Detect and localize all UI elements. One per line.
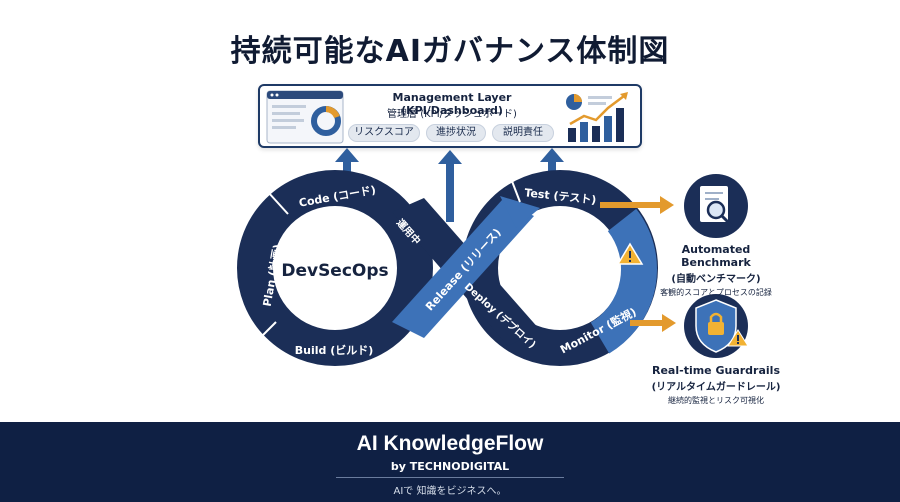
management-panel: Management Layer (KPI/Dashboard) 管理層 (KP… (258, 84, 642, 148)
benchmark-label: Automated Benchmark (自動ベンチマーク) 客観的スコアとプロ… (646, 243, 786, 298)
warning-icon (616, 242, 644, 265)
management-subtitle: 管理層 (KPI/ダッシュボード) (387, 109, 517, 120)
shield-lock-icon (684, 294, 749, 358)
benchmark-subtitle: (自動ベンチマーク) (671, 274, 761, 285)
left-loop-ring (237, 170, 433, 366)
stage-build: Build (ビルド) (295, 343, 374, 357)
footer-tagline: AIで 知識をビジネスへ。 (393, 486, 507, 497)
benchmark-title: Automated Benchmark (681, 243, 751, 269)
footer: AI KnowledgeFlow by TECHNODIGITAL AIで 知識… (0, 422, 900, 502)
footer-divider (336, 477, 564, 478)
devsecops-label: DevSecOps (281, 261, 388, 281)
chip-accountability: 説明責任 (492, 124, 554, 142)
guardrails-title: Real-time Guardrails (652, 364, 780, 377)
arrow-to-benchmark (600, 196, 674, 214)
page-title: 持続可能なAIガバナンス体制図 (230, 34, 670, 69)
arrow-to-panel-left (335, 148, 359, 180)
management-title: Management Layer (KPI/Dashboard) (392, 91, 512, 117)
footer-brand: AI KnowledgeFlow (356, 432, 544, 455)
arrow-to-guardrails (630, 314, 676, 332)
chip-progress: 進捗状況 (426, 124, 486, 142)
footer-company: by TECHNODIGITAL (390, 460, 510, 473)
release-band (392, 200, 534, 338)
benchmark-desc: 客観的スコアとプロセスの記録 (660, 288, 772, 297)
chip-risk-score: リスクスコア (348, 124, 420, 142)
devsecops-loop: Code (コード) Plan (計画) Build (ビルド) 運用中 Rel… (237, 148, 749, 366)
bar-chart-icon (566, 92, 628, 142)
monitor-segment (590, 208, 657, 354)
guardrails-label: Real-time Guardrails (リアルタイムガードレール) 継続的監… (646, 364, 786, 406)
benchmark-icon (684, 174, 748, 238)
guardrails-desc: 継続的監視とリスク可視化 (668, 396, 764, 405)
guardrails-subtitle: (リアルタイムガードレール) (651, 382, 781, 393)
arrow-to-panel-center (438, 150, 462, 222)
dashboard-icon (266, 90, 344, 144)
